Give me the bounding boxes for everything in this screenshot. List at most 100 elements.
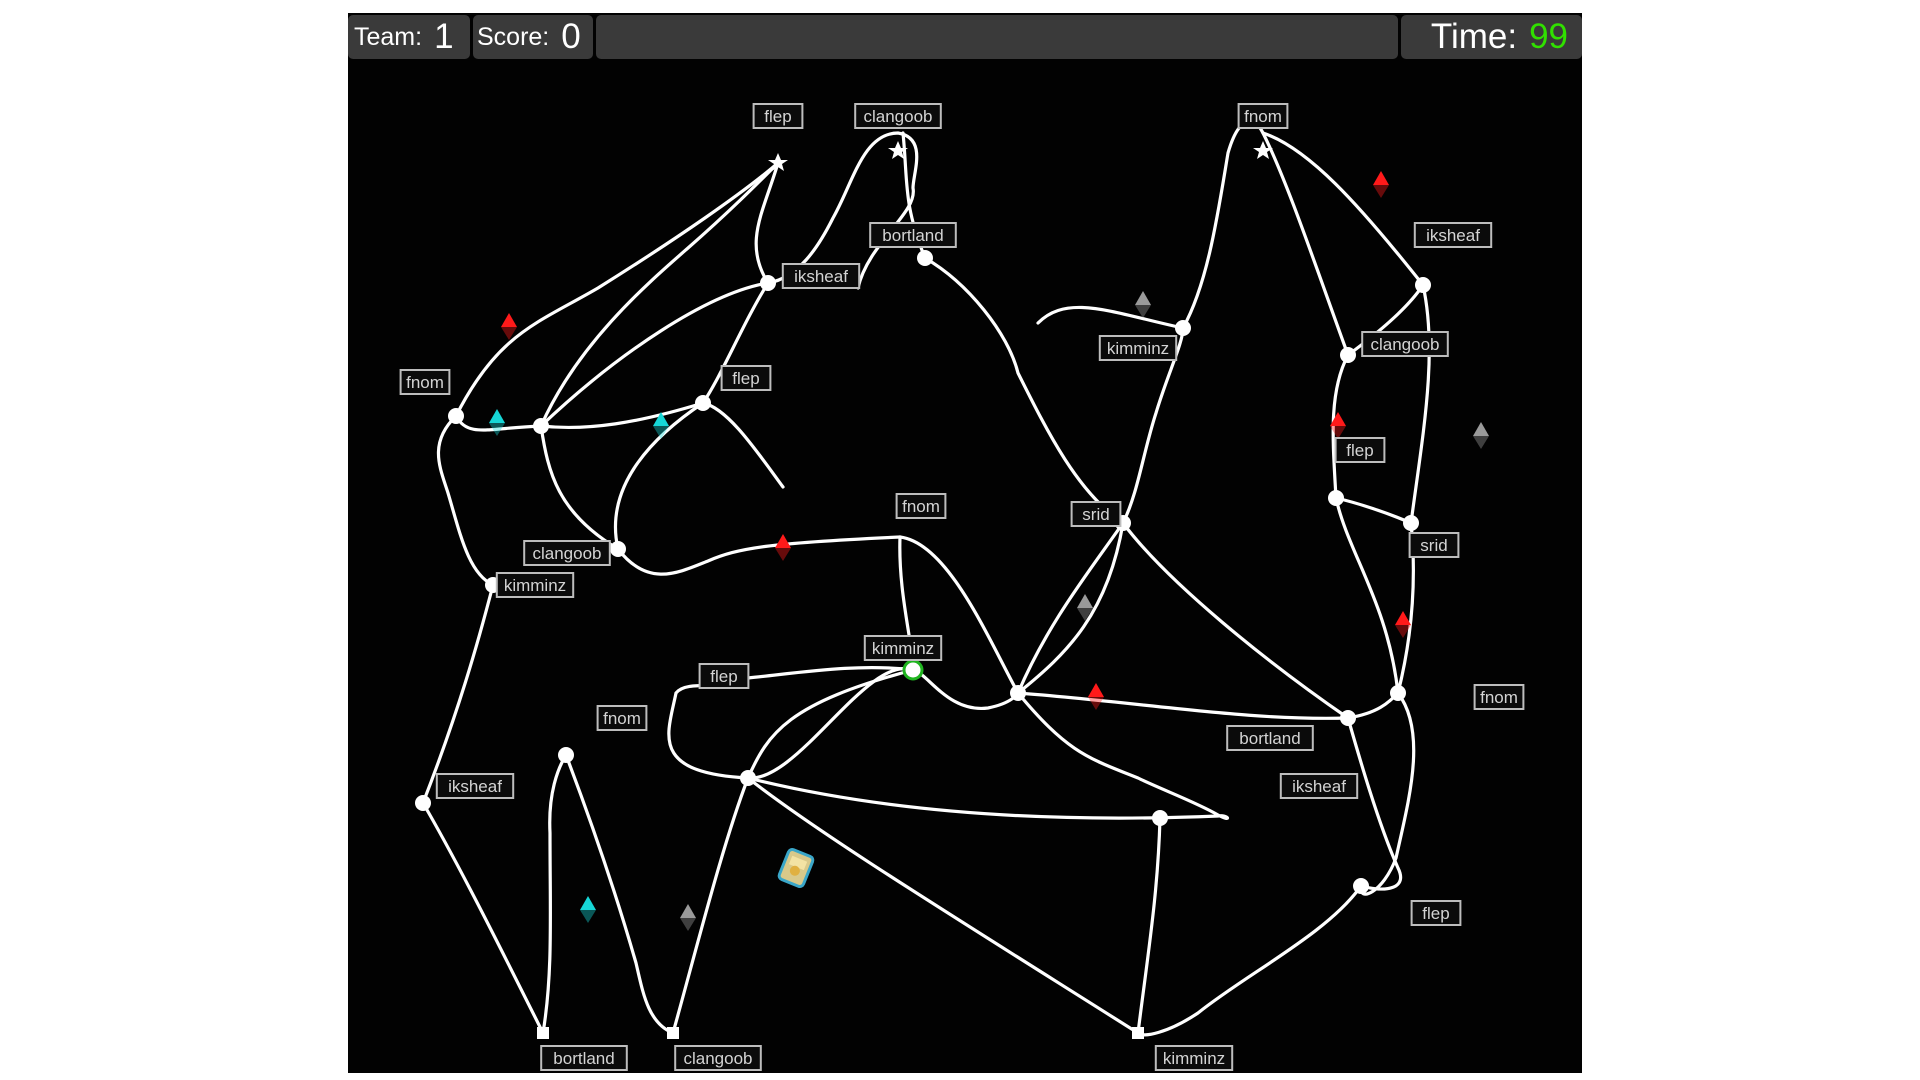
team-panel: Team: 1 (348, 15, 470, 59)
road (1334, 496, 1400, 695)
node-label: clangoob (523, 540, 611, 566)
node-label-box (1226, 725, 1314, 751)
node-label-text: bortland (882, 226, 943, 245)
node-label-box (1237, 103, 1289, 129)
node-label: bortland (869, 222, 957, 248)
node-label-text: kimminz (504, 576, 566, 595)
junction-node[interactable] (740, 770, 756, 786)
road (754, 161, 780, 285)
node-label: kimminz (1098, 335, 1178, 361)
road (421, 801, 545, 1035)
node-label-text: fnom (1244, 107, 1282, 126)
junction-node[interactable] (1175, 320, 1191, 336)
road (766, 131, 919, 290)
node-label-text: kimminz (872, 639, 934, 658)
node-label-box (895, 493, 947, 519)
time-label: Time: (1430, 17, 1518, 56)
junction-node[interactable] (1390, 685, 1406, 701)
triangle-shadow-icon (1395, 625, 1411, 638)
triangle-shadow-icon (775, 548, 791, 561)
junction-node[interactable] (1152, 810, 1168, 826)
triangle-icon (1135, 291, 1151, 305)
road (701, 281, 770, 405)
node-label: kimminz (1154, 1045, 1234, 1071)
road (1346, 283, 1425, 357)
triangle-shadow-icon (489, 423, 505, 436)
road (1136, 816, 1162, 1035)
node-label-text: clangoob (863, 107, 932, 126)
junction-node[interactable] (448, 408, 464, 424)
junction-node[interactable] (1340, 710, 1356, 726)
road (667, 665, 1020, 780)
node-label: fnom (895, 493, 947, 519)
current-junction-node[interactable] (902, 659, 924, 681)
triangle-icon (580, 896, 596, 910)
time-panel: Time: 99 (1401, 15, 1582, 59)
junction-node[interactable] (610, 541, 626, 557)
node-label-text: bortland (553, 1049, 614, 1068)
node-label-text: kimminz (1163, 1049, 1225, 1068)
triangle-shadow-icon (1473, 436, 1489, 449)
node-label-box (781, 263, 861, 289)
junction-node[interactable] (695, 395, 711, 411)
road (616, 535, 902, 576)
node-label-text: fnom (902, 497, 940, 516)
node-label-text: srid (1082, 505, 1109, 524)
road (898, 535, 1020, 695)
node-label-text: clangoob (532, 544, 601, 563)
junction-node[interactable] (1403, 515, 1419, 531)
node-label-box (720, 365, 772, 391)
node-label-box (674, 1045, 762, 1071)
road (923, 256, 1125, 525)
node-label: clangoob (674, 1045, 762, 1071)
node-label-text: bortland (1239, 729, 1300, 748)
star-icon (768, 153, 788, 171)
triangle-icon (1077, 594, 1093, 608)
node-label-text: iksheaf (794, 267, 848, 286)
junction-node[interactable] (760, 275, 776, 291)
junction-node[interactable] (1010, 685, 1026, 701)
road (539, 401, 705, 429)
node-label-box (399, 369, 451, 395)
road (1359, 691, 1416, 896)
triangle-icon (653, 412, 669, 426)
road (454, 161, 780, 418)
node-label-text: fnom (1480, 688, 1518, 707)
road (1346, 691, 1400, 720)
triangle-shadow-icon (580, 910, 596, 923)
triangle-shadow-icon (680, 918, 696, 931)
junction-node[interactable] (1328, 490, 1344, 506)
node-label-text: flep (710, 667, 737, 686)
junction-node[interactable] (558, 747, 574, 763)
road (541, 753, 568, 1035)
node-label-box (698, 663, 750, 689)
node-label-box (1413, 222, 1493, 248)
node-label-text: kimminz (1107, 339, 1169, 358)
node-label: kimminz (495, 572, 575, 598)
game-screen: flep clangoob fnom bortland iksheaf kimminz fn… (348, 13, 1582, 1073)
node-label-text: fnom (603, 709, 641, 728)
node-label-text: srid (1420, 536, 1447, 555)
time-value: 99 (1529, 17, 1568, 56)
node-label: flep (1334, 437, 1386, 463)
node-label-box (854, 103, 942, 129)
junction-node[interactable] (415, 795, 431, 811)
node-label-text: clangoob (1370, 335, 1439, 354)
junction-node[interactable] (1415, 277, 1431, 293)
road (564, 753, 675, 1035)
message-bar (596, 15, 1398, 59)
triangle-shadow-icon (1330, 426, 1346, 439)
node-label-box (523, 540, 611, 566)
junction-node[interactable] (533, 418, 549, 434)
score-value: 0 (561, 17, 581, 56)
node-label-box (1361, 331, 1449, 357)
node-label: srid (1070, 501, 1122, 527)
triangle-icon (1373, 171, 1389, 185)
junction-node[interactable] (1353, 878, 1369, 894)
node-label: iksheaf (1413, 222, 1493, 248)
road (1346, 716, 1403, 891)
junction-node[interactable] (1340, 347, 1356, 363)
junction-node[interactable] (917, 250, 933, 266)
road (539, 424, 620, 551)
node-label-box (1154, 1045, 1234, 1071)
